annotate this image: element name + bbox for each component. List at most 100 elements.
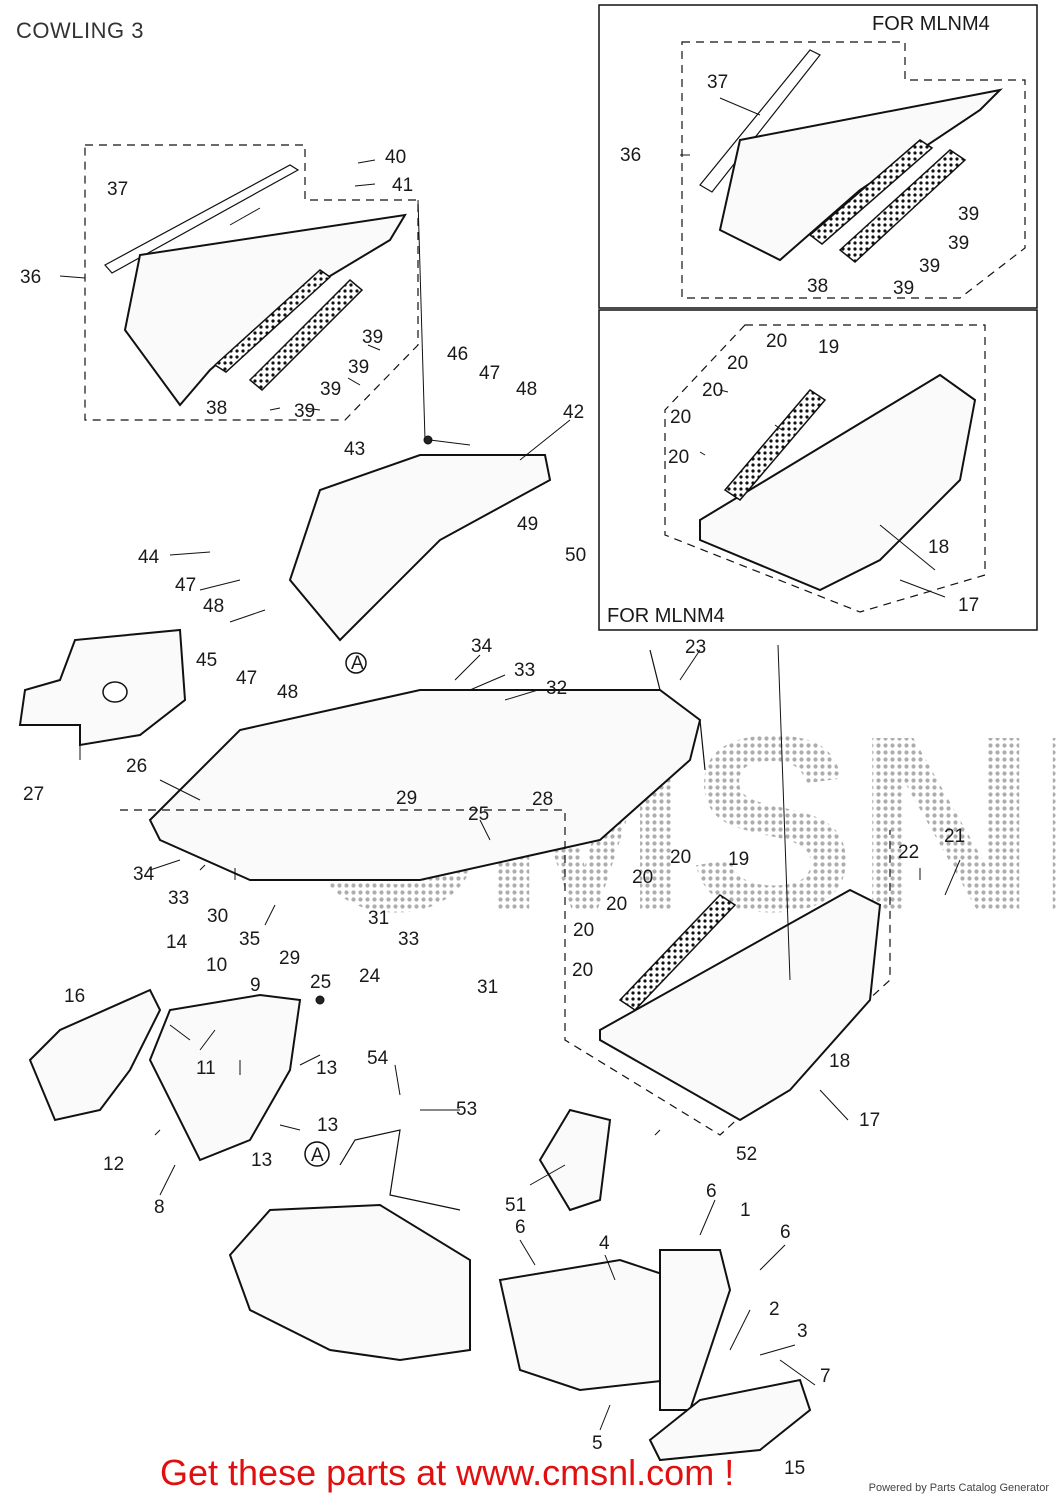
callout-label: 39 bbox=[320, 379, 341, 400]
callout-label: 33 bbox=[398, 929, 419, 950]
callout-label: 20 bbox=[766, 331, 787, 352]
callout-label: 6 bbox=[515, 1217, 526, 1238]
callout-label: 46 bbox=[447, 344, 468, 365]
callout-label: 4 bbox=[599, 1233, 610, 1254]
callout-label: 51 bbox=[505, 1195, 526, 1216]
callout-label: 6 bbox=[706, 1181, 717, 1202]
mesh-grille bbox=[808, 139, 934, 245]
mesh-grille bbox=[723, 389, 827, 501]
bracket-part bbox=[28, 988, 162, 1122]
callout-label: 20 bbox=[573, 920, 594, 941]
shop-link-text[interactable]: Get these parts at www.cmsnl.com ! bbox=[160, 1452, 735, 1493]
bracket-part bbox=[538, 1108, 612, 1212]
callout-label: 5 bbox=[592, 1433, 603, 1454]
panel-hole bbox=[102, 681, 128, 703]
callout-label: 36 bbox=[20, 267, 41, 288]
callout-label: 39 bbox=[948, 233, 969, 254]
callout-labels: 1 2 3 4 5 6 6 6 7 8 9 10 11 12 13 13 13 … bbox=[20, 72, 979, 1479]
callout-label: 13 bbox=[251, 1150, 272, 1171]
assembly-boundary bbox=[664, 324, 986, 613]
callout-label: 20 bbox=[670, 407, 691, 428]
callout-label: 34 bbox=[133, 864, 155, 885]
callout-label: 20 bbox=[670, 847, 691, 868]
callout-label: 2 bbox=[769, 1299, 780, 1320]
callout-label: 11 bbox=[196, 1058, 216, 1079]
callout-label: 36 bbox=[620, 145, 641, 166]
inset-label: FOR MLNM4 bbox=[607, 605, 725, 627]
callout-label: 29 bbox=[396, 788, 417, 809]
callout-label: 31 bbox=[477, 977, 498, 998]
callout-label: 9 bbox=[250, 975, 261, 996]
ref-marker-a: A bbox=[311, 1145, 324, 1166]
callout-label: 40 bbox=[385, 147, 406, 168]
callout-label: 19 bbox=[728, 849, 749, 870]
upper-front-cowl bbox=[288, 454, 552, 642]
bracket-part bbox=[148, 993, 302, 1162]
callout-label: 20 bbox=[702, 380, 723, 401]
callout-label: 24 bbox=[359, 966, 381, 987]
callout-label: 48 bbox=[203, 596, 224, 617]
callout-label: 39 bbox=[362, 327, 383, 348]
callout-label: 10 bbox=[206, 955, 227, 976]
mesh-grille bbox=[838, 149, 967, 263]
callout-label: 15 bbox=[784, 1458, 805, 1479]
callout-label: 17 bbox=[958, 595, 979, 616]
upper-left-cowl-group bbox=[84, 144, 419, 421]
callout-label: 35 bbox=[239, 929, 260, 950]
headlight-assembly bbox=[228, 1203, 471, 1362]
callout-label: 39 bbox=[348, 357, 369, 378]
callout-label: 18 bbox=[928, 537, 949, 558]
callout-label: 14 bbox=[166, 932, 188, 953]
callout-label: 20 bbox=[632, 867, 653, 888]
callout-label: 48 bbox=[516, 379, 537, 400]
mesh-grille bbox=[213, 269, 332, 373]
lower-cowl-part bbox=[699, 373, 977, 592]
side-cowl-part bbox=[123, 213, 407, 407]
cowl-edge bbox=[649, 649, 706, 771]
callout-label: 42 bbox=[563, 402, 584, 423]
callout-label: 47 bbox=[236, 668, 257, 689]
callout-label: 33 bbox=[168, 888, 189, 909]
callout-label: 19 bbox=[818, 337, 839, 358]
rod-part bbox=[339, 1129, 461, 1211]
callout-label: 38 bbox=[807, 276, 828, 297]
callout-label: 17 bbox=[859, 1110, 880, 1131]
inset-label: FOR MLNM4 bbox=[872, 13, 990, 35]
cover-part bbox=[498, 1258, 682, 1392]
inset-frame bbox=[598, 309, 1038, 631]
callout-label: 25 bbox=[468, 804, 489, 825]
leader-lines bbox=[59, 97, 961, 1431]
callout-label: 49 bbox=[517, 514, 538, 535]
callout-label: 21 bbox=[944, 826, 965, 847]
callout-label: 47 bbox=[175, 575, 196, 596]
callout-label: 39 bbox=[893, 278, 914, 299]
callout-label: 20 bbox=[606, 894, 627, 915]
callout-label: 8 bbox=[154, 1197, 165, 1218]
mesh-grille bbox=[618, 894, 737, 1011]
page-title: COWLING 3 bbox=[16, 18, 144, 43]
side-cowl-part bbox=[718, 88, 1004, 262]
callout-label: 6 bbox=[780, 1222, 791, 1243]
inset-frame bbox=[598, 4, 1038, 309]
powered-by-text: Powered by Parts Catalog Generator bbox=[868, 1482, 1049, 1494]
assembly-boundary bbox=[84, 144, 419, 421]
strip-part bbox=[699, 49, 821, 193]
callout-label: 39 bbox=[958, 204, 979, 225]
ref-marker-a-circle bbox=[345, 652, 367, 674]
callout-label: 44 bbox=[138, 547, 160, 568]
callout-label: 47 bbox=[479, 363, 500, 384]
stay-part bbox=[659, 1249, 732, 1411]
callout-label: 7 bbox=[820, 1366, 831, 1387]
callout-label: 50 bbox=[565, 545, 586, 566]
callout-label: 28 bbox=[532, 789, 553, 810]
callout-label: 20 bbox=[572, 960, 593, 981]
callout-label: 39 bbox=[294, 401, 315, 422]
assembly-boundary bbox=[681, 41, 1026, 299]
callout-label: 25 bbox=[310, 972, 331, 993]
callout-label: 1 bbox=[740, 1200, 751, 1221]
callout-label: 23 bbox=[685, 637, 706, 658]
callout-label: 32 bbox=[546, 678, 567, 699]
callout-label: 12 bbox=[103, 1154, 124, 1175]
callout-label: 43 bbox=[344, 439, 365, 460]
